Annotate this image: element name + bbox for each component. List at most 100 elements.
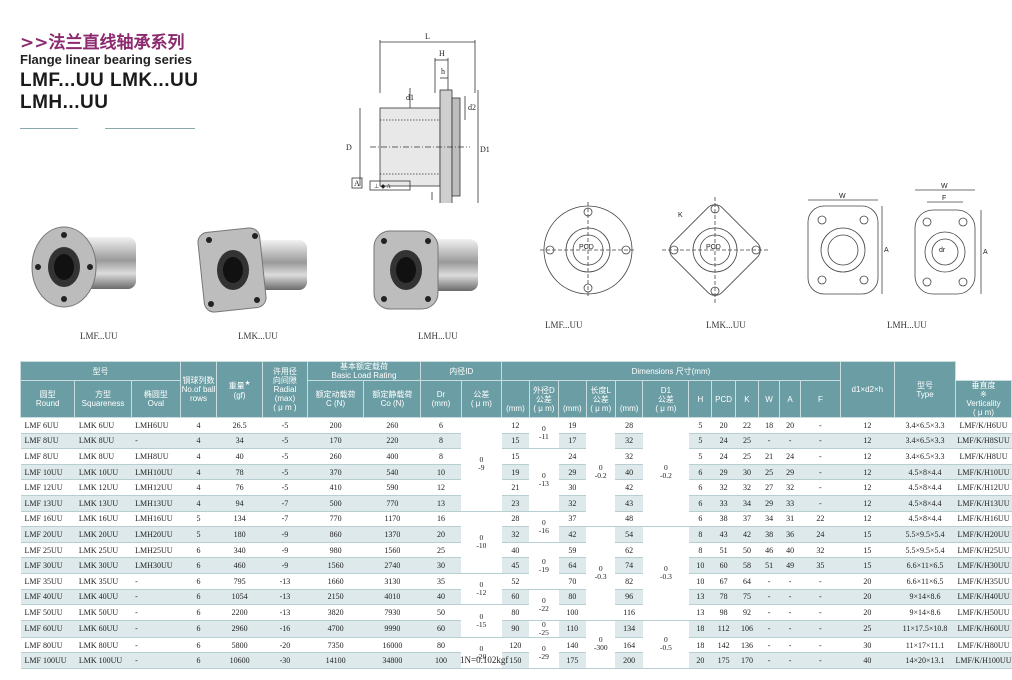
type-code: LMF/K/H12UU xyxy=(955,479,1012,496)
flange-diameter: 28 xyxy=(615,417,643,434)
ball-rows: 4 xyxy=(180,479,217,496)
dynamic-load: 1660 xyxy=(307,573,364,590)
oval-model: LMH10UU xyxy=(131,464,181,481)
pcd: 175 xyxy=(711,652,736,669)
L-tolerance: 0-300 xyxy=(586,620,616,669)
w-dim: 51 xyxy=(758,557,780,574)
flange-thickness: 10 xyxy=(688,573,712,590)
square-model: LMK 20UU xyxy=(74,526,132,543)
bolt-hole-dims: 5.5×9.5×5.4 xyxy=(894,526,956,543)
dim-label-W-lmh: W xyxy=(839,193,846,200)
k-dim: 75 xyxy=(735,589,759,606)
pcd: 51 xyxy=(711,542,736,559)
a-dim: 40 xyxy=(779,542,801,559)
col-K: K xyxy=(734,380,760,418)
dim-label-dr: dr xyxy=(939,247,946,254)
inner-diameter: 25 xyxy=(420,542,462,559)
col-weight: 重量★(gf) xyxy=(215,361,264,418)
flange-diameter: 42 xyxy=(615,479,643,496)
col-model: 型号 xyxy=(19,361,182,381)
dynamic-load: 14100 xyxy=(307,652,364,669)
flange-thickness: 10 xyxy=(688,557,712,574)
inner-diameter: 20 xyxy=(420,526,462,543)
weight: 10600 xyxy=(216,652,263,669)
radial-clearance: -9 xyxy=(262,542,308,559)
radial-clearance: -13 xyxy=(262,589,308,606)
weight: 78 xyxy=(216,464,263,481)
oval-model: LMH30UU xyxy=(131,557,181,574)
w-dim: 46 xyxy=(758,542,780,559)
dynamic-load: 170 xyxy=(307,433,364,450)
type-code: LMF/K/H8UU xyxy=(955,448,1012,465)
inner-diameter: 80 xyxy=(420,637,462,654)
length: 70 xyxy=(558,573,587,590)
verticality: 20 xyxy=(840,573,895,590)
pcd-label-lmf: PCD xyxy=(579,244,594,251)
square-model: LMK 8UU xyxy=(74,448,132,465)
pcd: 29 xyxy=(711,464,736,481)
round-model: LMF 16UU xyxy=(20,511,75,528)
dim-label-d1: d1 xyxy=(406,93,414,102)
type-code: LMF/K/H25UU xyxy=(955,542,1012,559)
col-L: (mm) xyxy=(558,380,587,418)
square-model: LMK 50UU xyxy=(74,604,132,621)
radial-clearance: -5 xyxy=(262,479,308,496)
inner-diameter: 8 xyxy=(420,433,462,450)
dynamic-load: 7350 xyxy=(307,637,364,654)
length: 17 xyxy=(558,433,587,450)
lmf-front-view: PCD xyxy=(540,202,636,298)
bolt-hole-dims: 11×17.5×10.8 xyxy=(894,620,956,638)
w-dim: - xyxy=(758,637,780,654)
a-dim: 24 xyxy=(779,448,801,465)
oval-model: LMH20UU xyxy=(131,526,181,543)
series-title-en: Flange linear bearing series xyxy=(20,52,192,67)
static-load: 260 xyxy=(363,417,421,434)
static-load: 3130 xyxy=(363,573,421,590)
model-names-line2: LMH...UU xyxy=(20,92,109,113)
square-model: LMK 16UU xyxy=(74,511,132,528)
k-dim: 64 xyxy=(735,573,759,590)
dynamic-load: 980 xyxy=(307,542,364,559)
f-dim: - xyxy=(800,464,841,481)
outer-diameter: 120 xyxy=(501,637,530,654)
oval-model: LMH6UU xyxy=(131,417,181,434)
cross-section-drawing: L H h d1 d2 D D1 A ⊥ ◆ A xyxy=(346,32,490,203)
id-tolerance: 0-9 xyxy=(461,417,502,512)
f-dim: - xyxy=(800,573,841,590)
verticality: 12 xyxy=(840,417,895,434)
verticality: 30 xyxy=(840,637,895,654)
pcd: 78 xyxy=(711,589,736,606)
D1-tolerance: 0-0.3 xyxy=(642,526,689,621)
square-model: LMK 6UU xyxy=(74,417,132,434)
dynamic-load: 770 xyxy=(307,511,364,528)
radial-clearance: -5 xyxy=(262,417,308,434)
k-dim: 34 xyxy=(735,495,759,512)
pcd: 112 xyxy=(711,620,736,638)
lmk-image-label: LMK...UU xyxy=(238,331,278,341)
radial-clearance: -20 xyxy=(262,637,308,654)
pcd: 20 xyxy=(711,417,736,434)
radial-clearance: -7 xyxy=(262,495,308,512)
dim-label-W: W xyxy=(941,183,948,190)
pcd: 32 xyxy=(711,479,736,496)
oval-model: - xyxy=(131,652,181,669)
round-model: LMF 25UU xyxy=(20,542,75,559)
round-model: LMF 12UU xyxy=(20,479,75,496)
static-load: 770 xyxy=(363,495,421,512)
dim-label-F: F xyxy=(942,195,946,202)
w-dim: 38 xyxy=(758,526,780,543)
dynamic-load: 3820 xyxy=(307,604,364,621)
lmk-bearing-image xyxy=(197,227,307,313)
outer-diameter: 23 xyxy=(501,495,530,512)
k-dim: 42 xyxy=(735,526,759,543)
bolt-hole-dims: 4.5×8×4.4 xyxy=(894,479,956,496)
dim-label-D1: D1 xyxy=(480,145,490,154)
square-model: LMK 25UU xyxy=(74,542,132,559)
type-code: LMF/K/H50UU xyxy=(955,604,1012,621)
